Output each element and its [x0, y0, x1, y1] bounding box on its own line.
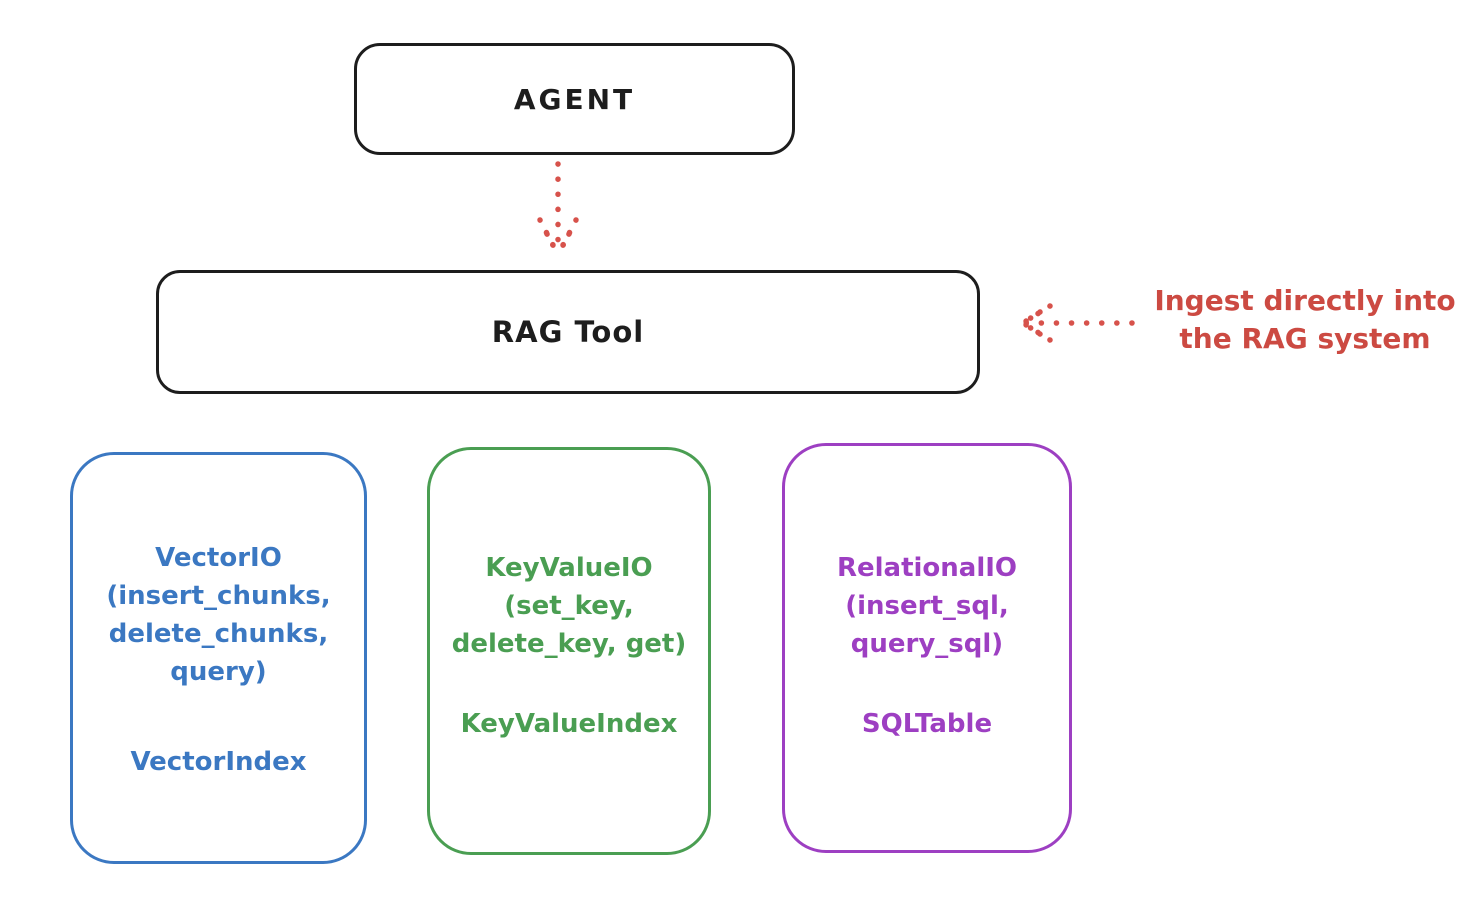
relational-io-line: RelationalIO [836, 553, 1018, 583]
rag-tool-box: RAG Tool [156, 270, 980, 394]
vector-io-line: delete_chunks, [108, 619, 329, 649]
ingest-annotation-line1: Ingest directly into [1154, 284, 1456, 317]
vector-io-line: query) [170, 657, 267, 687]
sql-table-label: SQLTable [861, 709, 993, 739]
agent-label: AGENT [513, 82, 636, 116]
keyvalue-io-line: KeyValueIO [485, 553, 653, 583]
relational-io-line: (insert_sql, [845, 591, 1009, 621]
keyvalue-io-line: delete_key, get) [451, 629, 687, 659]
keyvalue-io-box: KeyValueIO (set_key, delete_key, get) Ke… [427, 447, 711, 855]
vector-index-label: VectorIndex [130, 747, 307, 777]
rag-tool-label: RAG Tool [491, 315, 645, 349]
keyvalue-io-line: (set_key, [504, 591, 634, 621]
vector-io-box: VectorIO (insert_chunks, delete_chunks, … [70, 452, 367, 864]
ingest-annotation-line2: the RAG system [1179, 322, 1431, 355]
relational-io-line: query_sql) [850, 629, 1004, 659]
vector-io-line: (insert_chunks, [106, 581, 331, 611]
relational-io-box: RelationalIO (insert_sql, query_sql) SQL… [782, 443, 1072, 853]
left-arrow-icon [1020, 303, 1135, 343]
agent-box: AGENT [354, 43, 795, 155]
vector-io-line: VectorIO [155, 543, 282, 573]
ingest-annotation: Ingest directly into the RAG system [1130, 282, 1480, 358]
keyvalue-index-label: KeyValueIndex [460, 709, 678, 739]
down-arrow-icon [537, 161, 579, 258]
